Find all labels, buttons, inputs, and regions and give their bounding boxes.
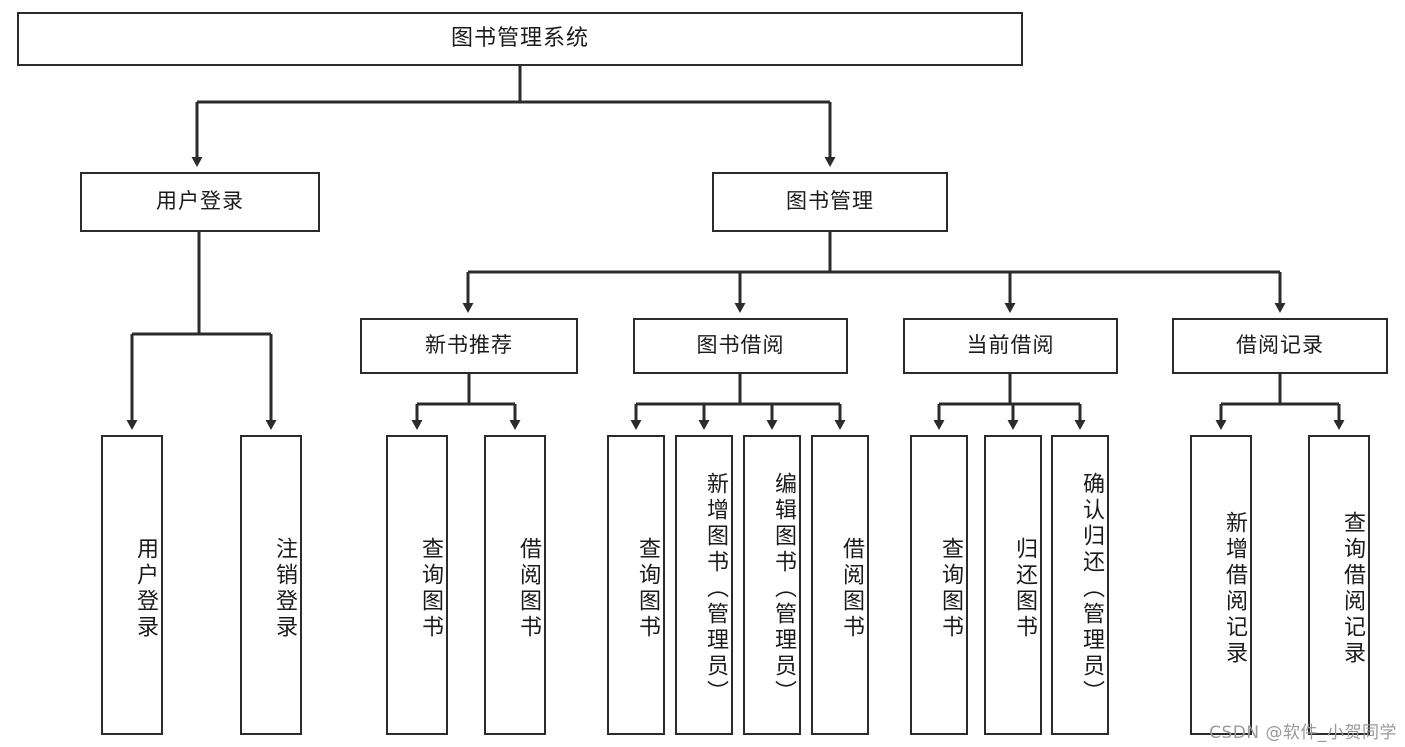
leaf-node-3[interactable]: 借阅图书 [484,435,546,735]
node-label: 图书管理系统 [450,25,589,51]
node-label: 借阅图书 [516,537,541,641]
node-label: 图书借阅 [696,333,785,358]
leaf-node-6[interactable]: 编辑图书（管理员） [743,435,801,735]
node-label: 借阅记录 [1236,333,1324,358]
root-node-library-system[interactable]: 图书管理系统 [17,12,1023,66]
level3-node-1[interactable]: 图书借阅 [633,318,848,374]
node-label: 查询图书 [938,537,963,641]
leaf-node-7[interactable]: 借阅图书 [811,435,869,735]
level2-node-1[interactable]: 图书管理 [712,172,948,232]
leaf-node-11[interactable]: 新增借阅记录 [1190,435,1252,735]
node-label: 用户登录 [133,537,158,641]
node-label: 编辑图书（管理员） [771,472,796,706]
leaf-node-9[interactable]: 归还图书 [984,435,1042,735]
level3-node-2[interactable]: 当前借阅 [903,318,1118,374]
node-label: 新增图书（管理员） [703,472,728,706]
node-label: 新书推荐 [425,333,513,358]
leaf-node-2[interactable]: 查询图书 [386,435,448,735]
leaf-node-12[interactable]: 查询借阅记录 [1308,435,1370,735]
leaf-node-0[interactable]: 用户登录 [101,435,163,735]
level3-node-0[interactable]: 新书推荐 [360,318,578,374]
node-label: 查询图书 [418,537,443,641]
node-label: 注销登录 [272,537,297,641]
node-label: 借阅图书 [839,537,864,641]
node-label: 用户登录 [156,189,244,214]
node-label: 确认归还（管理员） [1079,472,1104,706]
node-label: 新增借阅记录 [1222,511,1247,667]
level2-node-0[interactable]: 用户登录 [80,172,320,232]
node-label: 查询图书 [635,537,660,641]
leaf-node-4[interactable]: 查询图书 [607,435,665,735]
node-label: 查询借阅记录 [1340,511,1365,667]
node-label: 归还图书 [1012,537,1037,641]
level3-node-3[interactable]: 借阅记录 [1172,318,1388,374]
leaf-node-8[interactable]: 查询图书 [910,435,968,735]
node-label: 当前借阅 [966,333,1055,358]
csdn-watermark: CSDN @软件_小贺同学 [1209,723,1397,743]
leaf-node-5[interactable]: 新增图书（管理员） [675,435,733,735]
node-label: 图书管理 [786,189,874,214]
leaf-node-10[interactable]: 确认归还（管理员） [1051,435,1109,735]
leaf-node-1[interactable]: 注销登录 [240,435,302,735]
